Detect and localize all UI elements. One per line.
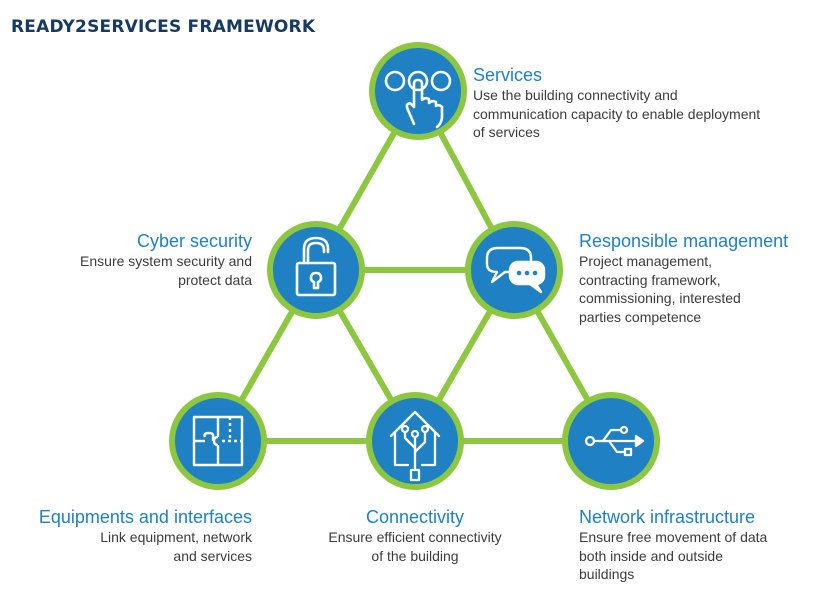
connectivity-text: Connectivity Ensure efficient connectivi… — [295, 506, 535, 565]
connectivity-heading: Connectivity — [365, 507, 465, 527]
node-connectivity[interactable] — [366, 392, 464, 490]
responsible-management-text: Responsible management Project managemen… — [579, 230, 824, 326]
touch-hand-icon — [384, 70, 452, 129]
ellipsis-dots — [516, 270, 538, 276]
node-services[interactable] — [369, 42, 467, 140]
padlock-icon — [295, 236, 337, 297]
node-network[interactable] — [562, 392, 660, 490]
cyber-security-text: Cyber security Ensure system security an… — [20, 230, 252, 289]
equipments-text: Equipments and interfaces Link equipment… — [10, 506, 252, 565]
network-description: Ensure free movement of data both inside… — [579, 529, 768, 582]
services-text: Services Use the building connectivity a… — [473, 64, 823, 142]
page-title: READY2SERVICES FRAMEWORK — [11, 17, 316, 37]
node-equipments[interactable] — [169, 392, 267, 490]
usb-icon — [584, 425, 645, 457]
equipments-heading: Equipments and interfaces — [38, 507, 252, 527]
equipments-description: Link equipment, network and services — [100, 529, 252, 564]
cyber-security-description: Ensure system security and protect data — [80, 253, 252, 288]
connectivity-description: Ensure efficient connectivity of the bui… — [328, 529, 502, 564]
puzzle-icon — [192, 415, 244, 467]
node-cyber-security[interactable] — [267, 221, 365, 319]
cyber-security-heading: Cyber security — [136, 231, 252, 251]
node-responsible-management[interactable] — [465, 221, 563, 319]
network-heading: Network infrastructure — [579, 507, 756, 527]
network-text: Network infrastructure Ensure free movem… — [579, 506, 824, 584]
house-connection-icon — [389, 410, 441, 482]
responsible-management-description: Project management, contracting framewor… — [579, 253, 741, 325]
services-description: Use the building connectivity and commun… — [473, 87, 761, 140]
responsible-management-heading: Responsible management — [579, 231, 789, 251]
services-heading: Services — [473, 65, 543, 85]
